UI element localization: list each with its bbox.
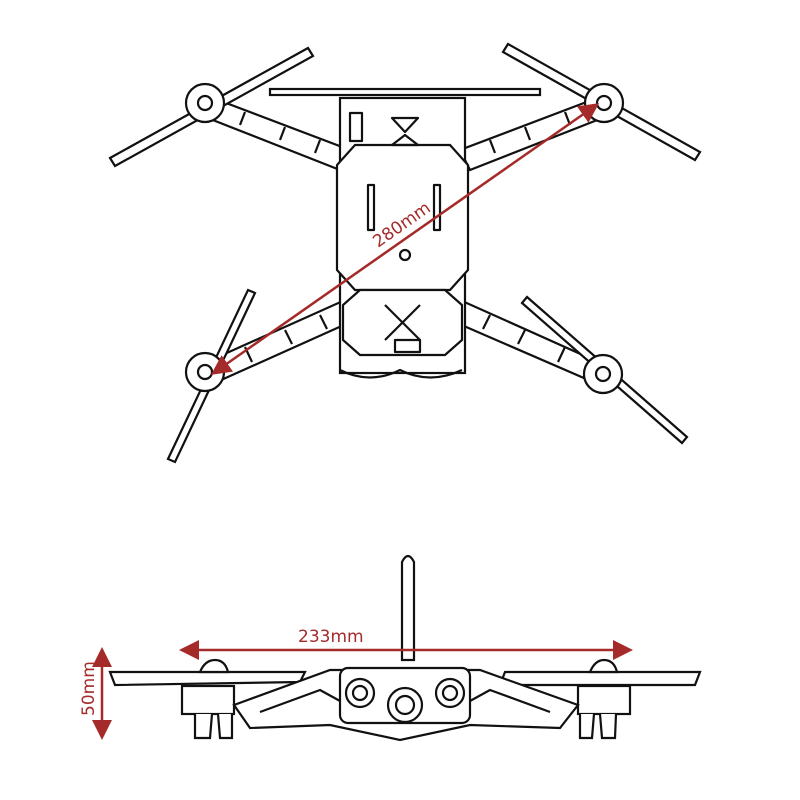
motor-left bbox=[180, 684, 236, 716]
motor-rear-right bbox=[582, 353, 624, 395]
width-dimension-label: 233mm bbox=[298, 627, 364, 647]
motor-front-right bbox=[583, 82, 625, 124]
motor-rear-left bbox=[184, 351, 226, 393]
motor-right bbox=[576, 684, 632, 716]
antenna bbox=[400, 554, 416, 662]
top-bar bbox=[268, 87, 542, 97]
height-dimension-label: 50mm bbox=[79, 661, 99, 716]
propeller-left bbox=[108, 670, 307, 687]
propeller-right bbox=[498, 670, 702, 687]
camera-lens bbox=[386, 686, 424, 724]
diagonal-dimension-line bbox=[210, 103, 600, 375]
top-view: 280mm bbox=[108, 42, 702, 464]
motor-front-left bbox=[184, 82, 226, 124]
side-view: 233mm 50mm bbox=[79, 554, 702, 742]
